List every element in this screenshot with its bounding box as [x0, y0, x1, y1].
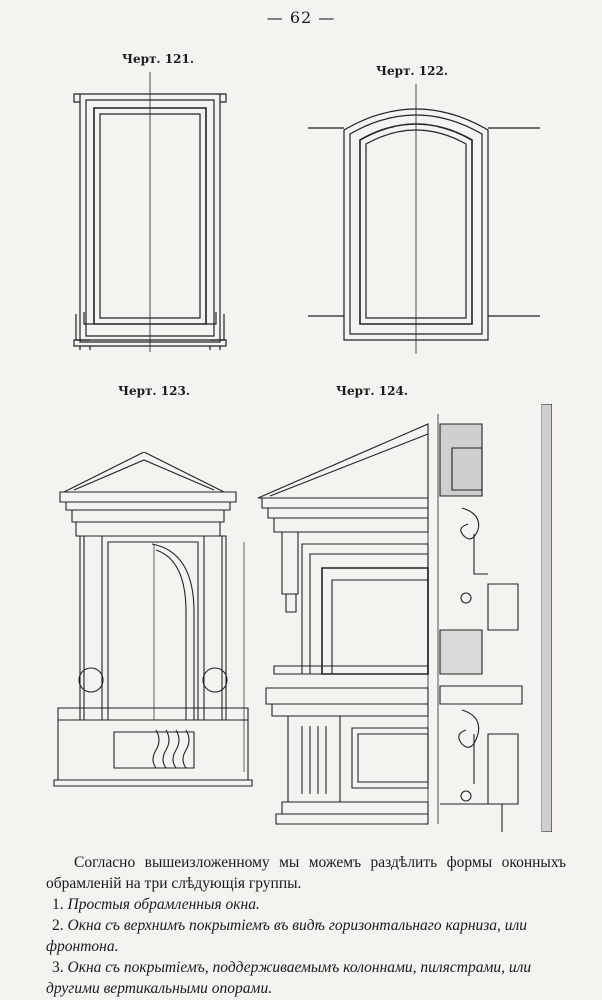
list-item-number: 3. — [52, 959, 64, 976]
figure-121-simple-window-frame — [70, 72, 240, 352]
list-item: 3. Окна съ покрытіемъ, поддерживаемымъ к… — [46, 957, 566, 999]
list-item: 1. Простыя обрамленныя окна. — [46, 894, 566, 915]
list-item: 2. Окна съ верхнимъ покрытіемъ въ видѣ г… — [46, 915, 566, 957]
list-item-text: Окна съ покрытіемъ, поддерживаемымъ коло… — [46, 959, 532, 997]
list-item-number: 1. — [52, 896, 64, 913]
page-number: — 62 — — [266, 8, 336, 27]
body-text: Согласно вышеизложенному мы можемъ раздѣ… — [46, 852, 566, 999]
intro-paragraph: Согласно вышеизложенному мы можемъ раздѣ… — [46, 854, 566, 892]
figure-122-arched-window-frame — [308, 84, 540, 354]
figure-123-caption: Черт. 123. — [118, 384, 190, 398]
list-item-text: Окна съ верхнимъ покрытіемъ въ видѣ гори… — [46, 917, 528, 955]
figure-121-caption: Черт. 121. — [122, 52, 194, 66]
list-item-text: Простыя обрамленныя окна. — [67, 896, 260, 913]
figure-124-caption: Черт. 124. — [336, 384, 408, 398]
figure-122-caption: Черт. 122. — [376, 64, 448, 78]
list-item-number: 2. — [52, 917, 64, 934]
figure-124-window-detail-elevation-and-section — [252, 404, 552, 832]
figure-123-window-with-pediment-and-columns — [44, 452, 260, 788]
